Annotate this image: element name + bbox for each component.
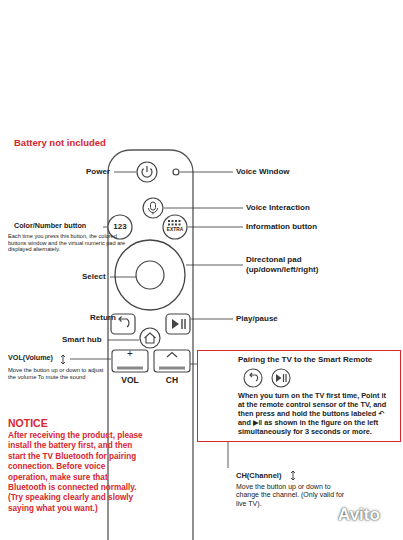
part-name: Smart hub <box>62 335 112 345</box>
part-note: Move the button up or down to adjust the… <box>8 367 108 381</box>
part-name: Information button <box>246 222 356 232</box>
channel-rocker <box>154 350 190 372</box>
button-text: 123 <box>108 222 132 232</box>
part-name: Directonal pad (up/down/left/right) <box>246 255 356 274</box>
mic-button <box>143 198 163 218</box>
power-button <box>137 162 157 182</box>
part-note: Move the button up or down to change the… <box>236 483 348 508</box>
part-name: Voice Window <box>236 167 326 177</box>
info-button <box>163 215 187 239</box>
notice-title: NOTICE <box>8 417 88 430</box>
part-name: Return <box>90 313 126 323</box>
button-text: VOL <box>113 375 147 385</box>
box-heading: Pairing the TV to the Smart Remote <box>238 355 394 365</box>
select-button <box>136 261 164 289</box>
button-icons <box>242 367 312 389</box>
part-name: Power <box>86 167 116 177</box>
remote-body <box>108 150 193 540</box>
voice-window <box>173 169 179 175</box>
pairing-box: Pairing the TV to the Smart RemoteWhen y… <box>197 350 401 442</box>
part-name: Color/Number button <box>14 222 104 231</box>
part-note: Each time you press this button, the col… <box>8 233 136 253</box>
button-text: CH <box>155 375 189 385</box>
button-text: + <box>124 348 136 360</box>
button-text: EXTRA <box>163 227 187 233</box>
smart-hub-button <box>140 328 160 348</box>
directional-pad <box>115 240 185 310</box>
part-name: Voice Interaction <box>246 203 356 213</box>
part-name: Select <box>82 272 112 282</box>
play-pause-button <box>166 314 190 334</box>
notice-text: After receiving the product, please inst… <box>8 431 146 514</box>
part-name: Play/pause <box>236 314 306 324</box>
note-title: Battery not included <box>14 137 174 148</box>
part-name: CH(Channel) <box>236 471 296 480</box>
part-name: VOL(Volume) <box>8 354 68 363</box>
box-text: When you turn on the TV first time, Poin… <box>238 391 394 437</box>
watermark: Avito <box>338 505 400 525</box>
